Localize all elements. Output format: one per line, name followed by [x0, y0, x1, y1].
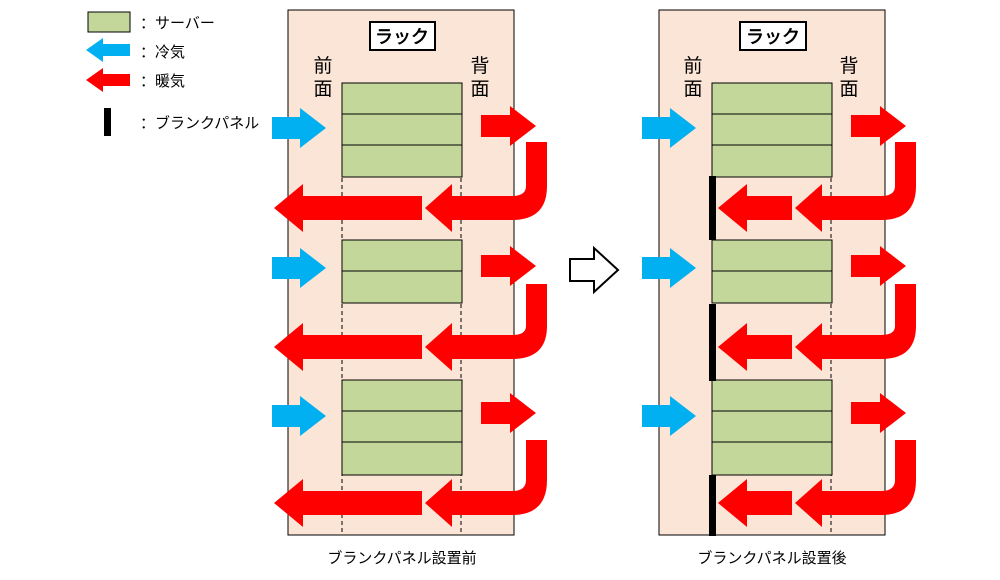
hot-air-recirculation-arrow [274, 184, 422, 232]
legend-hot-air: ：暖気 [86, 68, 185, 92]
blank-panel [709, 304, 716, 381]
blank-panel [709, 475, 716, 536]
diagram-caption: ブランクパネル設置前 [327, 549, 476, 567]
diagram-after: ラック 前 面 背 面 [642, 9, 916, 567]
server-unit [341, 270, 463, 304]
back-label-2: 面 [839, 78, 858, 100]
hot-air-exhaust-arrow [851, 393, 906, 433]
rack-label-text: ラック [746, 27, 800, 48]
server-group [711, 379, 833, 476]
blank-panel [709, 176, 716, 240]
hot-air-exhaust-arrow [481, 246, 536, 286]
server-group [711, 82, 833, 178]
legend-hot-air-label: ：暖気 [140, 72, 185, 90]
hot-air-return-arrow [795, 142, 916, 232]
server-group [341, 239, 463, 304]
server-unit [341, 82, 463, 115]
server-unit [341, 410, 463, 443]
server-unit [711, 441, 833, 476]
back-label-2: 面 [470, 78, 489, 100]
server-unit [341, 239, 463, 272]
rack-label-text: ラック [375, 27, 429, 48]
legend-server-label: ：サーバー [140, 14, 215, 32]
cold-air-arrow [272, 108, 326, 148]
hot-air-return-arrow [425, 142, 547, 232]
rack-label: ラック [739, 21, 807, 51]
hot-air-exhaust-arrow [851, 106, 906, 146]
cold-air-arrow [272, 396, 326, 436]
front-label-1: 前 [313, 55, 332, 77]
hot-air-return-arrow [795, 440, 916, 527]
hot-air-blocked-arrow [718, 479, 792, 527]
hot-air-exhaust-arrow [481, 106, 536, 146]
server-swatch [87, 11, 131, 33]
server-group [341, 82, 463, 178]
server-unit [341, 144, 463, 178]
server-group [711, 239, 833, 304]
hot-air-blocked-arrow [718, 323, 792, 371]
back-label-1: 背 [470, 55, 489, 77]
server-unit [341, 441, 463, 476]
server-unit [711, 239, 833, 272]
rack-label-box [739, 21, 807, 51]
cold-air-arrow [272, 248, 326, 288]
hot-air-exhaust-arrow [851, 246, 906, 286]
front-label-1: 前 [683, 55, 702, 77]
cold-air-arrow [642, 248, 696, 288]
hot-air-exhaust-arrow [481, 393, 536, 433]
hot-air-recirculation-arrow [274, 479, 422, 527]
front-label-2: 面 [313, 78, 332, 100]
legend-blank-panel: ：ブランクパネル [104, 108, 259, 136]
legend-blank-panel-label: ：ブランクパネル [140, 114, 259, 132]
diagram-before: ラック 前 面 背 面 [272, 9, 547, 567]
server-group [341, 379, 463, 476]
hot-air-blocked-arrow [718, 184, 792, 232]
blank-panel-swatch [104, 108, 111, 136]
legend-cold-air: ：冷気 [86, 38, 185, 62]
server-unit [341, 113, 463, 146]
back-label-1: 背 [839, 55, 858, 77]
cold-air-arrow [642, 396, 696, 436]
server-unit [711, 144, 833, 178]
server-unit [341, 379, 463, 412]
cold-air-arrow-icon [86, 38, 130, 62]
hot-air-recirculation-arrow [274, 323, 422, 371]
diagram-caption: ブランクパネル設置後 [697, 549, 846, 567]
server-unit [711, 113, 833, 146]
hot-air-return-arrow [795, 284, 916, 371]
hot-air-return-arrow [425, 440, 547, 527]
server-unit [711, 379, 833, 412]
front-label-2: 面 [683, 78, 702, 100]
server-unit [711, 410, 833, 443]
legend-cold-air-label: ：冷気 [140, 43, 185, 61]
hot-air-arrow-icon [86, 68, 130, 92]
cold-air-arrow [642, 108, 696, 148]
rack-label: ラック [369, 21, 436, 51]
server-unit [711, 270, 833, 304]
outline-right-arrow-icon [569, 245, 620, 295]
rack-label-box [369, 21, 436, 51]
server-unit [711, 82, 833, 115]
legend-server: ：サーバー [87, 11, 215, 33]
hot-air-return-arrow [425, 284, 547, 371]
legend: ：サーバー ：冷気 ：暖気 ：ブランクパネル [86, 11, 259, 136]
